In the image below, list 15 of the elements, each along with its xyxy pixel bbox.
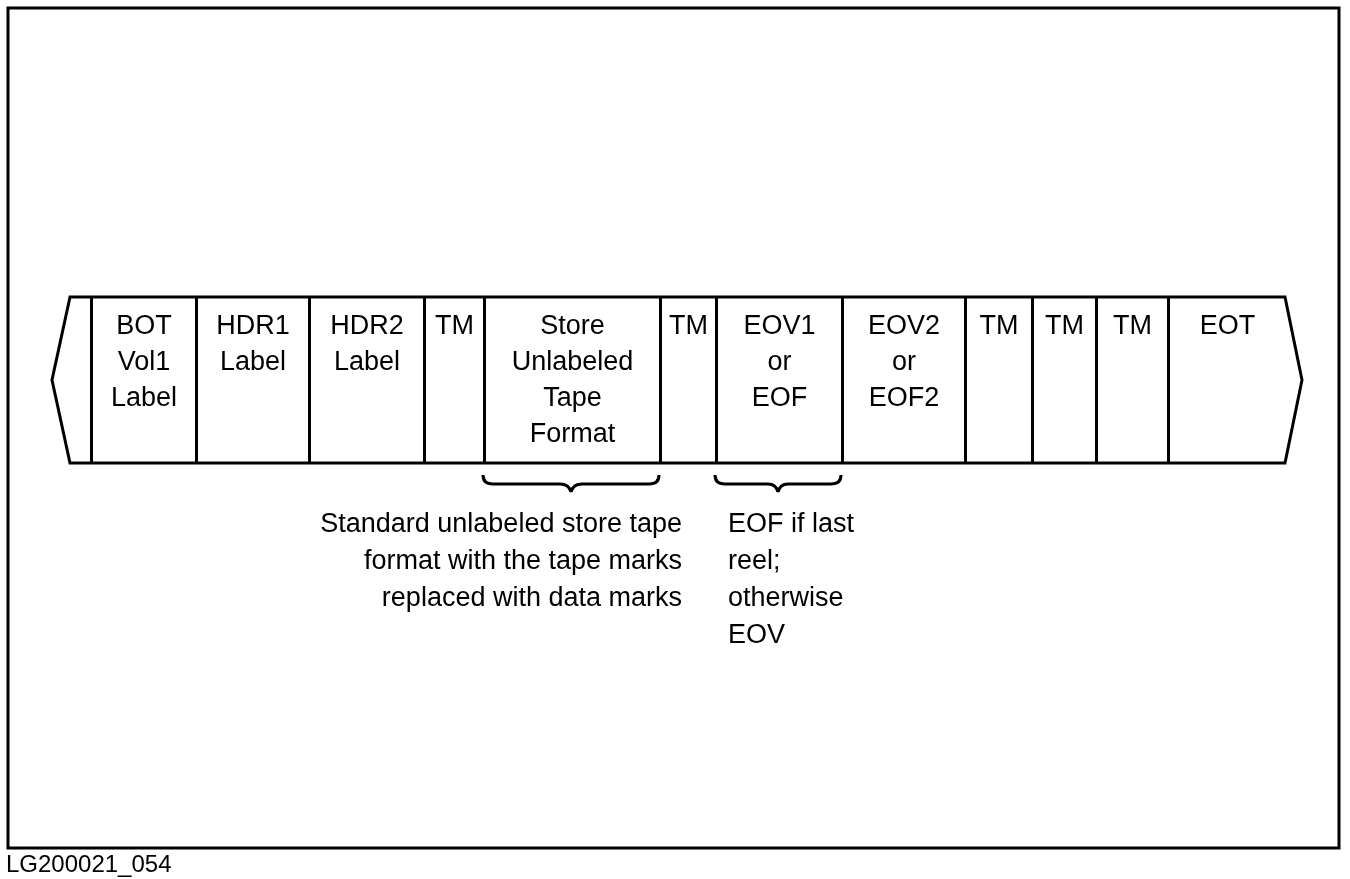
segment-label: HDR1 Label bbox=[216, 309, 290, 378]
segment-label: TM bbox=[669, 309, 708, 342]
segment-label: TM bbox=[1113, 309, 1152, 342]
segment-label: EOT bbox=[1199, 309, 1256, 342]
segment-label: TM bbox=[435, 309, 474, 342]
segment-label: BOT Vol1 Label bbox=[110, 309, 178, 414]
segment-label: EOV1 or EOF bbox=[743, 309, 816, 414]
segment-label: Store Unlabeled Tape Format bbox=[511, 309, 634, 450]
segment-label: EOV2 or EOF2 bbox=[867, 309, 940, 414]
segment-label: TM bbox=[979, 309, 1019, 342]
segment-label: HDR2 Label bbox=[330, 309, 404, 378]
note-text: EOF if last reel; otherwise EOV bbox=[728, 507, 856, 651]
segment-label: TM bbox=[1045, 309, 1084, 342]
note-text: Standard unlabeled store tape format with the tape marks replaced with data marks bbox=[319, 507, 682, 614]
figure-code: LG200021_054 bbox=[6, 850, 172, 878]
